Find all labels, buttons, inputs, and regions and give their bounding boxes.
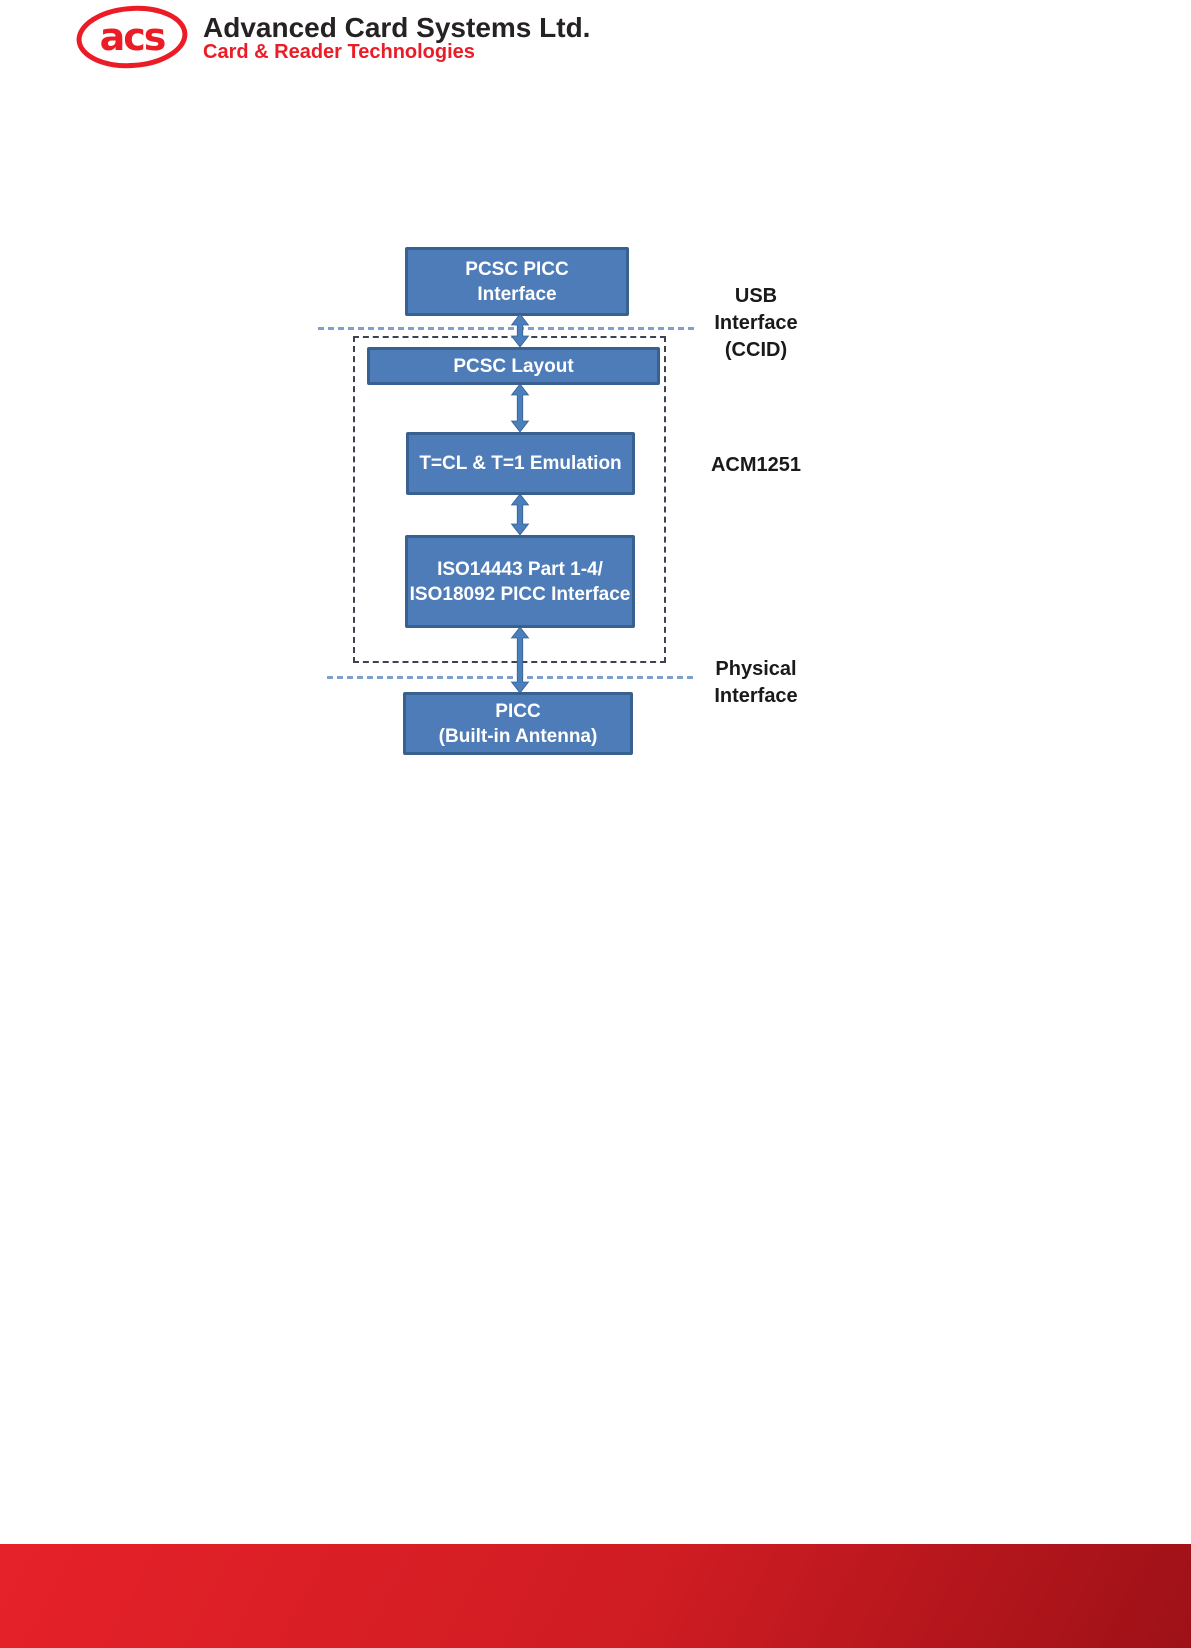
acs-logo: acs (74, 2, 192, 72)
double-arrow-icon (510, 384, 530, 432)
physical-interface-boundary-line (327, 676, 695, 679)
double-arrow-icon (510, 494, 530, 535)
box-t-cl-t1-emulation: T=CL & T=1 Emulation (406, 432, 635, 495)
usb-interface-label: USB Interface (CCID) (714, 285, 798, 361)
footer-bar (0, 1544, 1191, 1648)
box-pcsc-picc-interface: PCSC PICC Interface (405, 247, 629, 316)
usb-interface-boundary-line (318, 327, 695, 330)
acm1251-boundary-box (353, 336, 666, 663)
double-arrow-icon (510, 314, 530, 347)
company-name: Advanced Card Systems Ltd. (203, 12, 591, 43)
physical-interface-label: Physical Interface (714, 658, 798, 707)
box-iso-picc-interface: ISO14443 Part 1-4/ ISO18092 PICC Interfa… (405, 535, 635, 628)
box-picc-built-in-antenna: PICC (Built-in Antenna) (403, 692, 633, 755)
box-pcsc-layout: PCSC Layout (367, 347, 660, 385)
company-tagline: Card & Reader Technologies (203, 41, 475, 63)
acs-logo-icon: acs (76, 5, 188, 69)
acm1251-label: ACM1251 (710, 454, 802, 476)
double-arrow-icon (510, 627, 530, 693)
acs-logo-text: acs (100, 15, 165, 59)
